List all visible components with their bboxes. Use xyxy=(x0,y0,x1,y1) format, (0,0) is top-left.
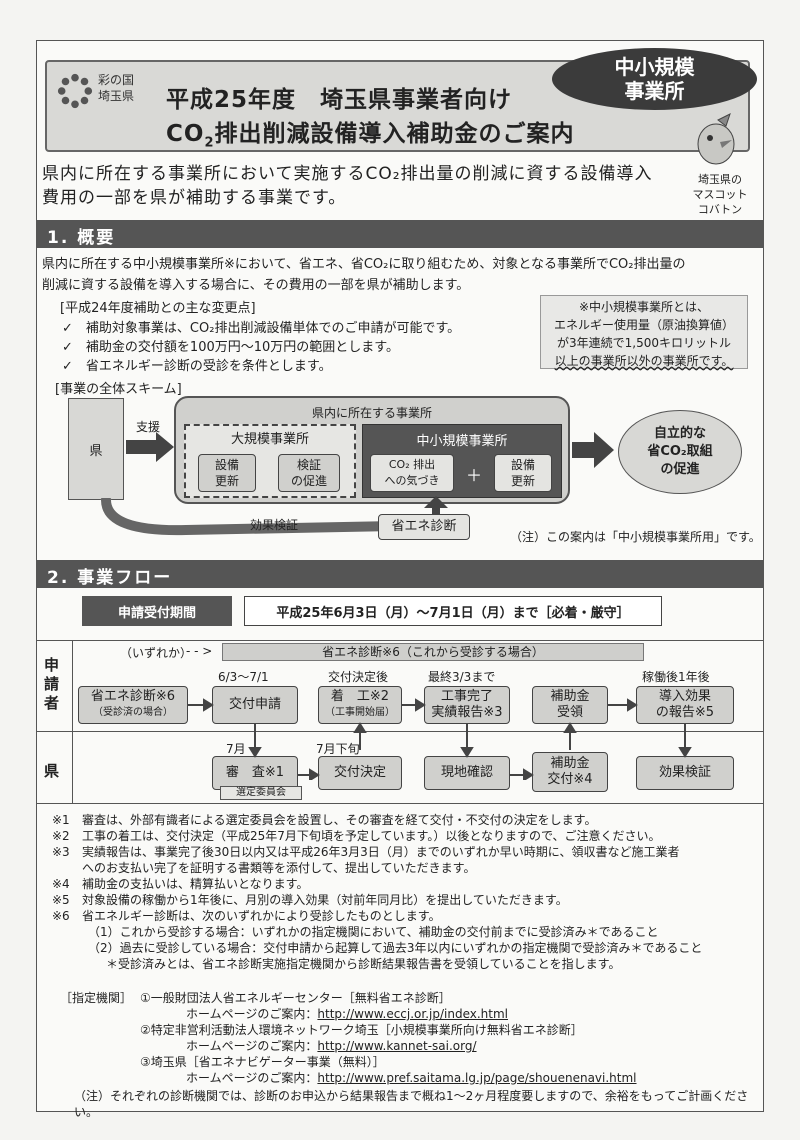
change-item: ✓ 補助金の交付額を100万円～10万円の範囲とします。 xyxy=(62,340,399,355)
selection-committee: 選定委員会 xyxy=(220,786,302,800)
flow-subsidy-received: 補助金 受領 xyxy=(532,686,608,724)
plus-icon: ＋ xyxy=(466,466,483,485)
either-label: （いずれか） xyxy=(120,646,193,660)
page-title-line2: CO2排出削減設備導入補助金のご案内 xyxy=(166,121,575,151)
section2-header: 2. 事業フロー xyxy=(37,560,763,588)
change-item: ✓ 補助対象事業は、CO₂排出削減設備単体でのご申請が可能です。 xyxy=(62,321,461,336)
check-icon: ✓ xyxy=(62,340,73,355)
flow-site-check: 現地確認 xyxy=(424,756,510,790)
scheme-note: （注）この案内は「中小規模事業所用」です。 xyxy=(510,530,761,544)
agency-link[interactable]: http://www.pref.saitama.lg.jp/page/shoue… xyxy=(317,1071,637,1085)
label-final: 最終3/3まで xyxy=(428,670,496,684)
change-item: ✓ 省エネルギー診断の受診を条件とします。 xyxy=(62,359,332,374)
footnote: ＊受診済みとは、省エネ診断実施指定機関から診断結果報告書を受領していることを指し… xyxy=(82,957,621,971)
up-arrow-icon xyxy=(424,496,448,514)
check-icon: ✓ xyxy=(62,321,73,336)
diagnosis-box: 省エネ診断 xyxy=(378,514,470,540)
support-label: 支援 xyxy=(136,420,161,434)
lane-divider xyxy=(72,640,73,804)
feedback-arc-icon xyxy=(100,498,397,536)
agency-name: ①一般財団法人省エネルギーセンター［無料省エネ診断］ xyxy=(140,991,451,1005)
page-title-line1: 平成25年度 埼玉県事業者向け xyxy=(166,87,513,113)
period-label: 申請受付期間 xyxy=(82,596,232,626)
result-arrow-icon xyxy=(572,432,614,468)
flow-construction: 着 工※2（工事開始届） xyxy=(318,686,402,724)
agency-link[interactable]: http://www.eccj.or.jp/index.html xyxy=(317,1007,509,1021)
scheme-prefecture: 県 xyxy=(68,398,124,500)
large-item-verification: 検証 の促進 xyxy=(278,454,340,492)
lane-applicant xyxy=(37,640,763,732)
footnote: （2）過去に受診している場合：交付申請から起算して過去3年以内にいずれかの指定機… xyxy=(82,941,703,955)
footnote: （1）これから受診する場合：いずれかの指定機関において、補助金の交付前までに受診… xyxy=(82,925,659,939)
flow-decision: 交付決定 xyxy=(318,756,402,790)
agencies-heading: ［指定機関］ xyxy=(60,991,133,1005)
agency-name: ③埼玉県［省エネナビゲーター事業（無料）］ xyxy=(140,1055,385,1069)
intro-text: 県内に所在する事業所において実施するCO₂排出量の削減に資する設備導入 費用の一… xyxy=(42,164,653,208)
saitama-logo-icon xyxy=(57,73,93,109)
sme-badge: 中小規模 事業所 xyxy=(552,48,757,110)
agency-name: ②特定非営利活動法人環境ネットワーク埼玉［小規模事業所向け無料省エネ診断］ xyxy=(140,1023,583,1037)
sme-item-equipment: 設備 更新 xyxy=(494,454,552,492)
sme-label: 中小規模事業所 xyxy=(416,434,508,449)
overview-text: 県内に所在する中小規模事業所※において、省エネ、省CO₂に取り組むため、対象とな… xyxy=(42,257,686,293)
diag-banner: 省エネ診断※6（これから受診する場合） xyxy=(222,643,644,661)
changes-heading: [平成24年度補助との主な変更点] xyxy=(60,301,256,316)
label-july: 7月 xyxy=(226,742,246,756)
flow-application: 交付申請 xyxy=(212,686,298,724)
logo-text: 彩の国 埼玉県 xyxy=(98,73,135,103)
sme-definition-note: ※中小規模事業所とは、 エネルギー使用量（原油換算値） が3年連続で1,500キ… xyxy=(540,295,748,369)
flow-completion-report: 工事完了 実績報告※3 xyxy=(424,686,510,724)
check-icon: ✓ xyxy=(62,359,73,374)
sme-item-awareness: CO₂ 排出 への気づき xyxy=(370,454,454,492)
label-late-july: 7月下旬 xyxy=(316,742,360,756)
kobaton-mascot-icon xyxy=(697,113,735,165)
flow-arrows xyxy=(188,698,692,780)
footnote: へのお支払い完了を証明する書類等を添付して、提出していただきます。 xyxy=(82,861,476,875)
period-value: 平成25年6月3日（月）～7月1日（月）まで［必着・厳守］ xyxy=(244,596,662,626)
result-ellipse: 自立的な 省CO₂取組 の促進 xyxy=(618,410,742,494)
label-period: 6/3～7/1 xyxy=(218,670,269,684)
flow-effect-verification: 効果検証 xyxy=(636,756,734,790)
lane-prefecture xyxy=(37,732,763,804)
dash-arrow-icon: - - > xyxy=(186,644,213,658)
lane-applicant-label: 申 請 者 xyxy=(44,656,60,712)
section1-header: 1. 概要 xyxy=(37,220,763,248)
large-item-equipment: 設備 更新 xyxy=(198,454,256,492)
flow-diagnosis: 省エネ診断※6（受診済の場合） xyxy=(78,686,188,724)
support-arrow-icon xyxy=(126,432,174,462)
effect-label: 効果検証 xyxy=(250,518,299,532)
flow-subsidy-payment: 補助金 交付※4 xyxy=(532,752,608,792)
agencies: ［指定機関］ ①一般財団法人省エネルギーセンター［無料省エネ診断］ ホームページ… xyxy=(60,990,760,1120)
flow-effect-report: 導入効果 の報告※5 xyxy=(636,686,734,724)
agency-link[interactable]: http://www.kannet-sai.org/ xyxy=(317,1039,477,1053)
label-after-decision: 交付決定後 xyxy=(328,670,389,684)
lane-pref-label: 県 xyxy=(44,762,60,780)
agencies-note: （注）それぞれの診断機関では、診断のお申込から結果報告まで概ね1～2ヶ月程度要し… xyxy=(74,1089,749,1119)
scheme-heading: [事業の全体スキーム] xyxy=(55,382,182,397)
outer-label: 県内に所在する事業所 xyxy=(311,406,432,420)
mascot-caption: 埼玉県の マスコット コバトン xyxy=(692,173,748,216)
large-facility-label: 大規模事業所 xyxy=(230,432,309,447)
label-after-year: 稼働後1年後 xyxy=(642,670,710,684)
